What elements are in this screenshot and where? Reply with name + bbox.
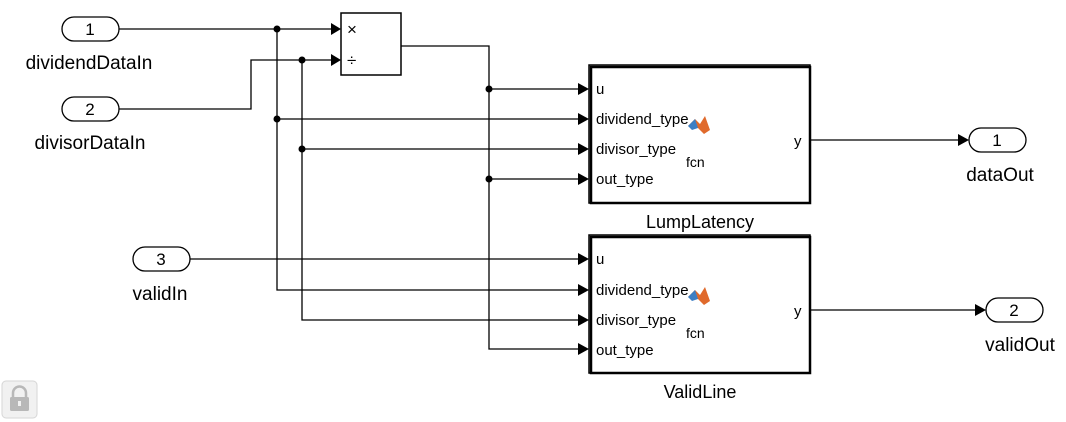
svg-text:dividend_type: dividend_type [596, 111, 689, 128]
svg-text:u: u [596, 81, 604, 98]
svg-text:2: 2 [1009, 301, 1018, 320]
arrowheads [331, 23, 986, 355]
function-block-lumplatency[interactable]: u dividend_type divisor_type out_type y … [588, 64, 812, 232]
function-block-validline[interactable]: u dividend_type divisor_type out_type y … [588, 234, 812, 402]
wire-dividend-branch[interactable] [276, 29, 580, 291]
junction-dots [273, 25, 493, 183]
svg-text:divisor_type: divisor_type [596, 141, 676, 158]
svg-text:y: y [794, 303, 802, 320]
outport-2[interactable]: 2 validOut [985, 297, 1056, 356]
svg-text:dividend_type: dividend_type [596, 282, 689, 299]
wire-product-out[interactable] [401, 45, 580, 350]
wire-divisor-branch[interactable] [301, 60, 580, 321]
inport-1[interactable]: 1 dividendDataIn [26, 16, 153, 74]
inport-3-label: validIn [133, 284, 188, 305]
multiply-sign: × [347, 20, 357, 39]
svg-text:u: u [596, 251, 604, 268]
validline-label: ValidLine [664, 382, 737, 402]
outport-2-label: validOut [985, 335, 1055, 356]
svg-text:2: 2 [85, 100, 94, 119]
signal-lines [119, 28, 977, 350]
svg-text:out_type: out_type [596, 342, 654, 359]
svg-text:1: 1 [992, 131, 1001, 150]
divide-sign: ÷ [347, 51, 356, 70]
svg-text:3: 3 [156, 250, 165, 269]
inport-1-label: dividendDataIn [26, 53, 153, 74]
svg-text:divisor_type: divisor_type [596, 312, 676, 329]
outport-1[interactable]: 1 dataOut [966, 127, 1035, 186]
svg-text:out_type: out_type [596, 171, 654, 188]
svg-text:1: 1 [85, 20, 94, 39]
lumplatency-label: LumpLatency [646, 212, 754, 232]
inport-3[interactable]: 3 validIn [132, 246, 191, 305]
svg-text:y: y [794, 133, 802, 150]
lock-icon[interactable] [1, 380, 38, 419]
outport-1-label: dataOut [966, 165, 1034, 186]
svg-text:fcn: fcn [686, 154, 705, 170]
wire-divisor-to-product[interactable] [119, 59, 333, 110]
inport-2-label: divisorDataIn [35, 133, 146, 154]
product-block[interactable]: × ÷ [340, 12, 402, 76]
inport-2[interactable]: 2 divisorDataIn [35, 96, 146, 154]
svg-text:fcn: fcn [686, 325, 705, 341]
